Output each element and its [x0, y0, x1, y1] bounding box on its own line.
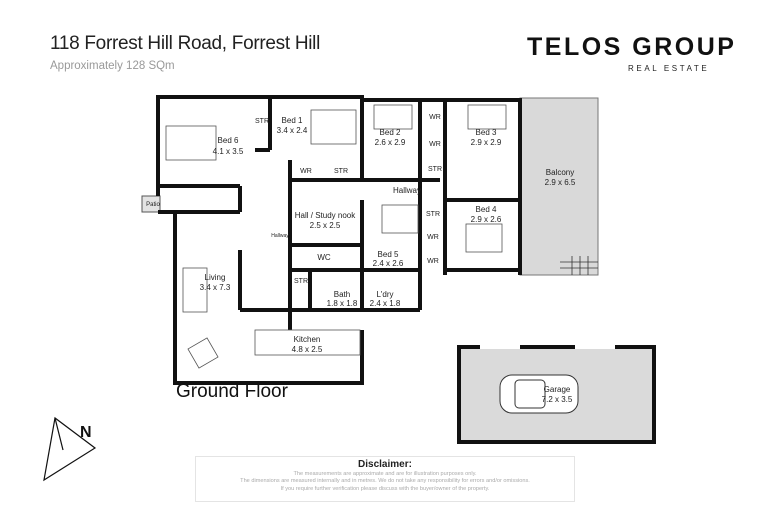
room-bed3-name: Bed 3 [476, 128, 497, 137]
room-bed2-size: 2.6 x 2.9 [375, 138, 406, 147]
balcony-area [519, 97, 599, 276]
room-wc: WC [317, 253, 331, 262]
room-bed5-name: Bed 5 [378, 250, 399, 259]
north-arrow-icon [43, 416, 97, 482]
room-bed4-size: 2.9 x 2.6 [471, 215, 502, 224]
room-bed2-name: Bed 2 [380, 128, 401, 137]
sofa-icon [182, 267, 219, 369]
room-bed4-name: Bed 4 [476, 205, 497, 214]
room-bed1-name: Bed 1 [282, 116, 303, 125]
north-label: N [80, 424, 92, 441]
room-str: STR [294, 278, 308, 285]
room-wr: WR [429, 141, 441, 148]
room-patio: Patio [146, 202, 160, 208]
room-wr: WR [300, 168, 312, 175]
disclaimer-title: Disclaimer: [358, 459, 412, 470]
room-kitchen-name: Kitchen [294, 335, 321, 344]
logo-name: TELOS GROUP [527, 33, 737, 61]
room-str: STR [428, 166, 442, 173]
disclaimer-line: If you require further verification plea… [280, 485, 490, 492]
room-study-size: 2.5 x 2.5 [310, 221, 341, 230]
room-bed6-size: 4.1 x 3.5 [213, 147, 244, 156]
walls [156, 95, 522, 385]
kitchen-bench [254, 329, 361, 356]
stairs-icon [560, 256, 598, 275]
room-str: STR [334, 168, 348, 175]
room-bed3-size: 2.9 x 2.9 [471, 138, 502, 147]
room-bath-name: Bath [334, 290, 350, 299]
property-area: Approximately 128 SQm [50, 60, 175, 72]
floor-label: Ground Floor [176, 381, 288, 402]
room-living-name: Living [205, 273, 226, 282]
room-kitchen-size: 4.8 x 2.5 [292, 345, 323, 354]
room-bed5-size: 2.4 x 2.6 [373, 259, 404, 268]
disclaimer-line: The dimensions are measured internally a… [240, 478, 530, 485]
room-str: STR [426, 211, 440, 218]
room-laundry-name: L'dry [376, 290, 393, 299]
room-wr: WR [429, 114, 441, 121]
logo-tagline: REAL ESTATE [628, 64, 710, 73]
room-hallway-small: Hallway [271, 233, 289, 239]
room-bed1-size: 3.4 x 2.4 [277, 126, 308, 135]
room-study-name: Hall / Study nook [295, 211, 356, 220]
room-str: STR [255, 118, 269, 125]
room-garage-size: 7.2 x 3.5 [542, 395, 573, 404]
room-garage-name: Garage [544, 385, 571, 394]
disclaimer-line: The measurements are approximate and are… [293, 471, 477, 477]
room-living-size: 3.4 x 7.3 [200, 283, 231, 292]
car-icon [499, 374, 579, 414]
patio-area [141, 195, 161, 213]
room-balcony-size: 2.9 x 6.5 [545, 178, 576, 187]
room-balcony-name: Balcony [546, 168, 574, 177]
room-bath-size: 1.8 x 1.8 [327, 299, 358, 308]
disclaimer-box: Disclaimer: The measurements are approxi… [195, 456, 575, 502]
bed-icons [165, 104, 507, 253]
room-wr: WR [427, 258, 439, 265]
room-bed6-name: Bed 6 [218, 136, 239, 145]
room-hallway: Hallway [393, 186, 421, 195]
property-address: 118 Forrest Hill Road, Forrest Hill [50, 33, 321, 54]
room-wr: WR [427, 234, 439, 241]
room-laundry-size: 2.4 x 1.8 [370, 299, 401, 308]
